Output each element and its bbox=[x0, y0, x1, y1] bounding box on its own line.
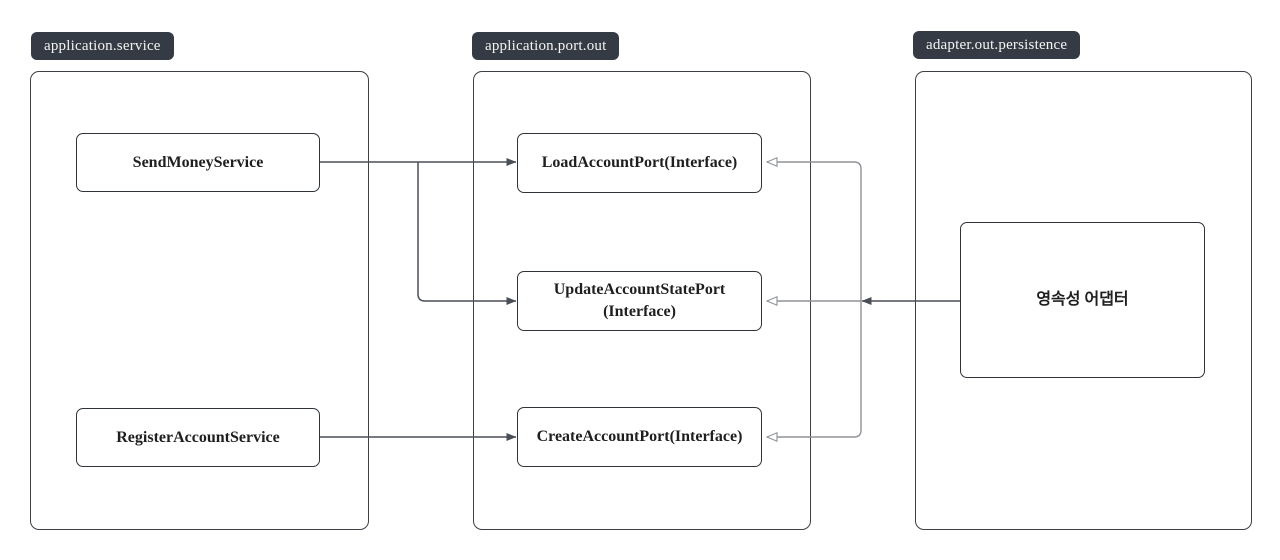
container-application-service bbox=[30, 71, 369, 530]
node-update-account-state-port: UpdateAccountStatePort (Interface) bbox=[517, 271, 762, 331]
node-label: UpdateAccountStatePort (Interface) bbox=[553, 281, 726, 320]
node-persistence-adapter: 영속성 어댑터 bbox=[960, 222, 1205, 378]
node-load-account-port: LoadAccountPort(Interface) bbox=[517, 133, 762, 193]
node-label: 영속성 어댑터 bbox=[1036, 291, 1129, 309]
badge-application-port-out: application.port.out bbox=[472, 32, 620, 60]
node-label: CreateAccountPort(Interface) bbox=[536, 428, 743, 446]
node-label: SendMoneyService bbox=[132, 153, 264, 171]
edge-sendmoney-to-updateport bbox=[417, 162, 517, 305]
badge-application-service: application.service bbox=[31, 32, 174, 60]
edge-persistence-to-createport bbox=[767, 301, 862, 437]
edge-persistence-to-loadport bbox=[767, 162, 862, 301]
badge-adapter-out-persistence: adapter.out.persistence bbox=[913, 31, 1081, 59]
node-label: LoadAccountPort(Interface) bbox=[541, 154, 738, 172]
node-send-money-service: SendMoneyService bbox=[76, 133, 320, 192]
node-register-account-service: RegisterAccountService bbox=[76, 408, 320, 467]
node-label: RegisterAccountService bbox=[116, 428, 280, 446]
node-create-account-port: CreateAccountPort(Interface) bbox=[517, 407, 762, 467]
